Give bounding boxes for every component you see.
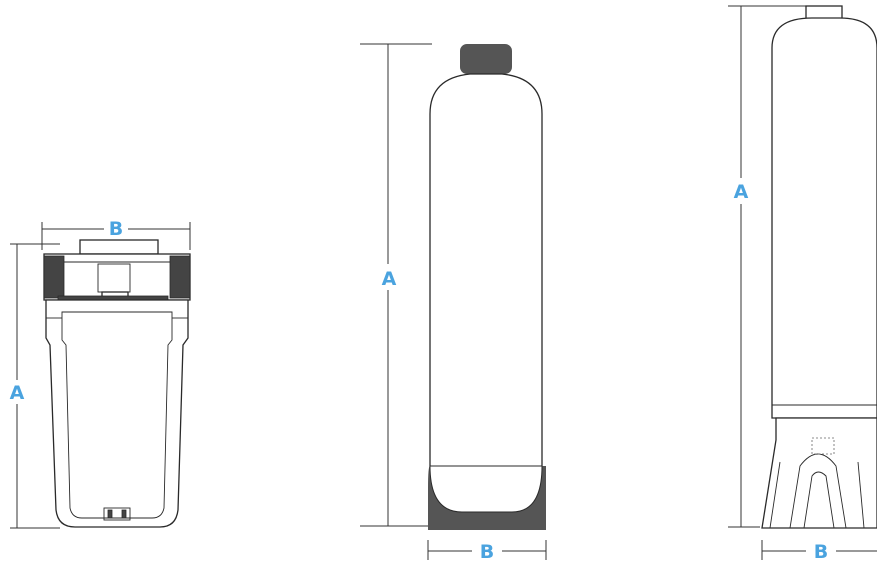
filter-housing-height-dimension: A xyxy=(10,243,60,529)
pressure-vessel-width-label: B xyxy=(480,541,494,563)
filter-housing: B A xyxy=(10,218,191,529)
pressure-vessel-body xyxy=(428,44,546,530)
filter-housing-width-dimension: B xyxy=(41,218,191,250)
tank-with-stand-body xyxy=(761,5,877,529)
pressure-vessel: A B xyxy=(360,43,547,563)
pressure-vessel-cap xyxy=(460,44,512,74)
tank-with-stand-height-dimension: A xyxy=(728,5,806,528)
filter-housing-height-label: A xyxy=(10,382,25,404)
tank-with-stand-height-label: A xyxy=(734,181,749,203)
tank-with-stand: A B xyxy=(728,5,877,563)
tank-with-stand-width-dimension: B xyxy=(761,540,877,563)
pressure-vessel-height-dimension: A xyxy=(360,43,432,527)
pressure-vessel-height-label: A xyxy=(382,268,397,290)
pressure-vessel-width-dimension: B xyxy=(427,540,547,563)
tank-with-stand-width-label: B xyxy=(814,541,828,563)
filter-housing-width-label: B xyxy=(109,218,123,240)
filter-housing-body xyxy=(43,239,191,528)
